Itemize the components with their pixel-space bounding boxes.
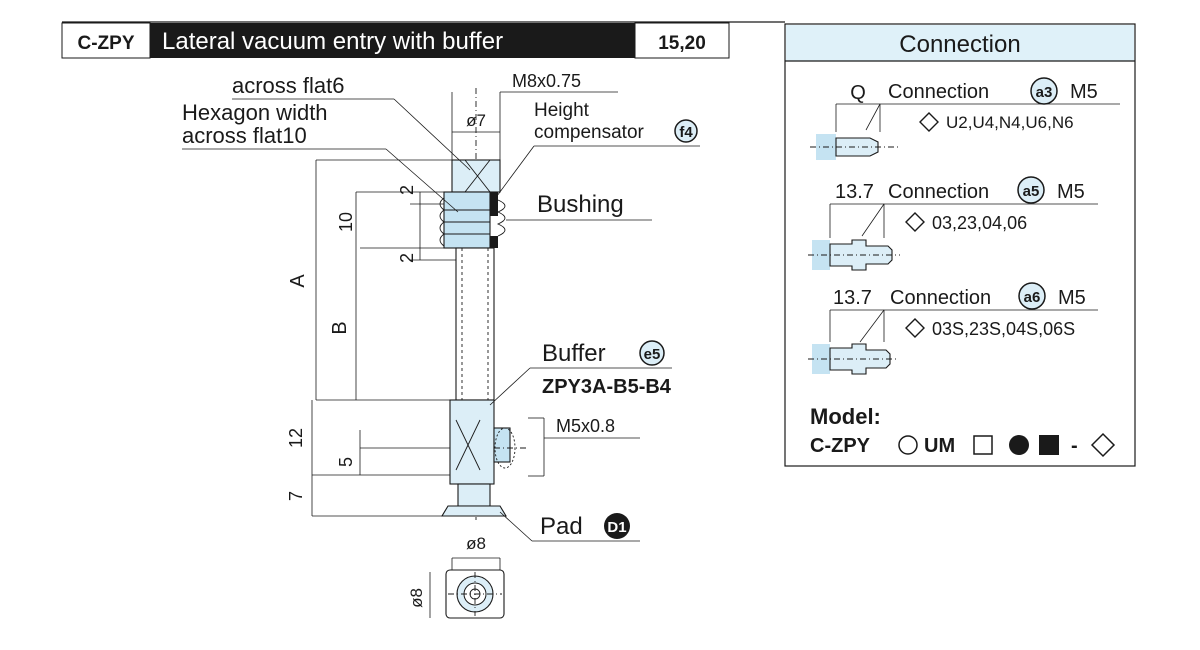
dim-2-bottom: 2 <box>397 253 417 263</box>
e5-badge: e5 <box>644 346 661 363</box>
row1-badge: a3 <box>1036 84 1053 101</box>
dim-phi8-top: ø8 <box>466 534 486 553</box>
label-across-flat6: across flat6 <box>232 73 345 98</box>
d1-badge-icon <box>604 513 630 539</box>
label-m5: M5x0.8 <box>556 416 615 436</box>
buffer-body <box>449 399 495 485</box>
connection-header <box>786 25 1134 61</box>
diamond-icon <box>919 112 939 132</box>
label-m8: M8x0.75 <box>512 71 581 91</box>
row1-options: U2,U4,N4,U6,N6 <box>946 113 1074 132</box>
row2-badge: a5 <box>1023 183 1040 200</box>
row1-thread: M5 <box>1070 81 1098 103</box>
header-title: Lateral vacuum entry with buffer <box>162 28 503 55</box>
bushing-block <box>490 192 498 216</box>
connection-row-a5: 13.7 Connection a5 M5 03,23,04,06 <box>808 176 1098 271</box>
row2-options: 03,23,04,06 <box>932 213 1027 233</box>
hex-nut <box>443 191 491 249</box>
connection-row-a3: Q Connection a3 M5 U2,U4,N4,U6,N6 <box>810 77 1120 160</box>
diamond-icon <box>1090 432 1116 458</box>
circle-filled-icon <box>1009 435 1029 455</box>
header-code: C-ZPY <box>78 33 135 54</box>
pad-stem <box>457 483 491 507</box>
model-label: Model: <box>810 404 881 429</box>
dim-A: A <box>287 274 309 288</box>
header-bar: C-ZPY Lateral vacuum entry with buffer 1… <box>61 21 785 59</box>
connection-row-a6: 13.7 Connection a6 M5 03S,23S,04S,06S <box>808 282 1098 375</box>
header-title-cell <box>150 23 635 58</box>
circle-outline-icon <box>898 435 918 455</box>
dim-2-top: 2 <box>397 185 417 195</box>
row3-thread: M5 <box>1058 287 1086 309</box>
f4-badge-icon <box>674 119 698 143</box>
label-pad: Pad <box>540 513 583 540</box>
row3-badge: a6 <box>1024 289 1041 306</box>
dim-phi7: ø7 <box>466 111 486 130</box>
row1-dim: Q <box>850 82 866 104</box>
label-hex-width-2: across flat10 <box>182 123 307 148</box>
shaft <box>455 247 495 401</box>
row2-label: Connection <box>888 181 989 203</box>
pad <box>441 505 507 517</box>
dim-12: 12 <box>286 428 306 448</box>
connection-title: Connection <box>899 31 1020 58</box>
side-port <box>493 427 511 463</box>
row3-dim: 13.7 <box>833 287 872 309</box>
label-buffer: Buffer <box>542 340 606 367</box>
row3-label: Connection <box>890 287 991 309</box>
label-compensator: compensator <box>534 122 645 143</box>
main-assembly-drawing: A B 2 10 2 12 5 7 ø7 M8x0.75 across flat… <box>182 71 700 619</box>
row1-label: Connection <box>888 81 989 103</box>
dim-B: B <box>329 321 351 334</box>
dim-10: 10 <box>336 212 356 232</box>
d1-badge: D1 <box>607 519 626 536</box>
top-fitting <box>451 159 501 193</box>
connection-panel: Connection Q Connection a3 M5 U2,U4,N4,U… <box>784 23 1136 467</box>
f4-badge: f4 <box>679 124 693 141</box>
model-prefix: C-ZPY <box>810 435 871 457</box>
diamond-icon <box>905 212 925 232</box>
dim-7: 7 <box>286 491 306 501</box>
model-dash: - <box>1071 435 1078 457</box>
label-hex-width-1: Hexagon width <box>182 100 328 125</box>
label-height: Height <box>534 100 590 121</box>
fitting-a3 <box>835 137 879 157</box>
row2-thread: M5 <box>1057 181 1085 203</box>
e5-badge-icon <box>639 340 665 366</box>
diamond-icon <box>905 318 925 338</box>
a5-badge-icon <box>1017 176 1045 204</box>
square-outline-icon <box>973 435 993 455</box>
header-sizes-cell <box>634 22 730 59</box>
header-sizes: 15,20 <box>658 33 706 54</box>
dim-5: 5 <box>336 457 356 467</box>
label-bushing: Bushing <box>537 191 624 218</box>
dim-phi8-side: ø8 <box>407 588 426 608</box>
label-buffer-model: ZPY3A-B5-B4 <box>542 376 672 398</box>
row3-options: 03S,23S,04S,06S <box>932 319 1075 339</box>
model-um: UM <box>924 435 955 457</box>
square-filled-icon <box>1039 435 1059 455</box>
a6-badge-icon <box>1018 282 1046 310</box>
row2-dim: 13.7 <box>835 181 874 203</box>
